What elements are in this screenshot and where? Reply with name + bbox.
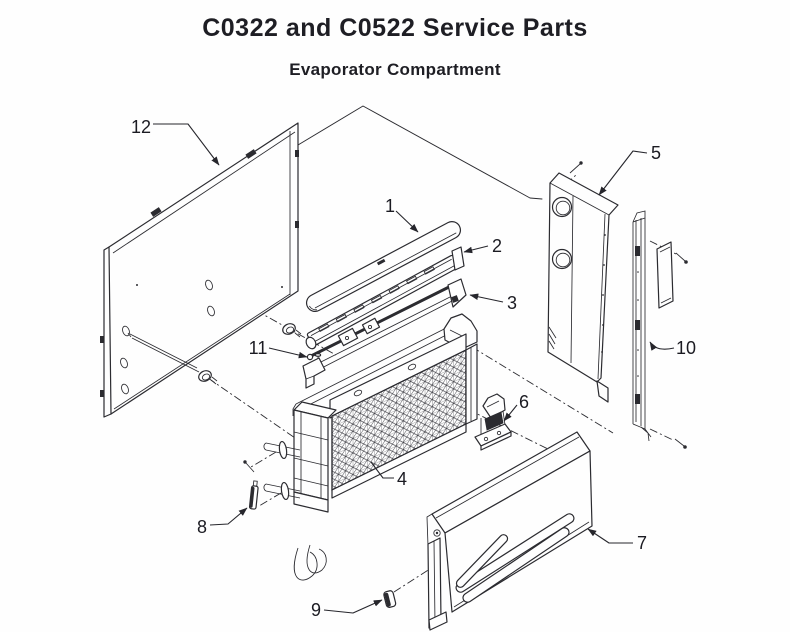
callout-label-11: 11: [249, 338, 268, 358]
callouts: 1 2 3 4 5 6 7 8 9 10 11 12: [131, 117, 696, 620]
part-11-clamp-bracket: [302, 353, 326, 389]
callout-leader-11: [268, 347, 308, 359]
callout-label-9: 9: [311, 600, 321, 620]
callout-leader-7: [587, 528, 633, 544]
rail-screw: [674, 438, 687, 449]
part-5-side-duct-panel: [547, 161, 619, 403]
panel-fasteners: [127, 323, 302, 385]
callout-leader-12: [153, 123, 220, 166]
callout-label-10: 10: [676, 338, 696, 358]
part-8-pin-fastener: [243, 460, 259, 510]
coil-tubes: [263, 440, 327, 581]
part-4-evaporator-coil: [263, 313, 478, 581]
callout-label-5: 5: [651, 143, 661, 163]
callout-leader-6: [503, 404, 518, 422]
callout-label-8: 8: [197, 517, 207, 537]
callout-label-4: 4: [397, 469, 407, 489]
callout-leader-5: [598, 150, 648, 196]
callout-leader-8: [209, 507, 248, 526]
part-10-mounting-rail: [632, 210, 688, 449]
page-title: C0322 and C0522 Service Parts: [202, 14, 588, 42]
callout-leader-10: [649, 341, 675, 351]
callout-leader-1: [395, 210, 419, 233]
callout-label-6: 6: [519, 392, 529, 412]
rail-screw: [675, 252, 688, 264]
coil-left-post: [293, 401, 337, 513]
callout-label-7: 7: [637, 533, 647, 553]
part-12-back-panel: [100, 122, 299, 418]
panel-screw-holes: [120, 279, 215, 395]
panel-rivet-dots: [601, 234, 606, 353]
callout-leader-3: [469, 293, 504, 303]
callout-label-3: 3: [507, 293, 517, 313]
callout-leader-9: [323, 599, 383, 614]
panel-screw: [569, 161, 583, 174]
push-pin: [282, 323, 302, 338]
callout-label-12: 12: [131, 117, 151, 137]
part-2-slotted-channel: [305, 246, 465, 350]
part-7-lower-duct-cover: [426, 431, 593, 631]
page-subtitle: Evaporator Compartment: [289, 60, 501, 79]
callout-leader-4: [370, 461, 394, 479]
callout-label-2: 2: [492, 236, 502, 256]
part-6-mounting-bracket: [474, 393, 512, 451]
callout-label-1: 1: [385, 196, 395, 216]
callout-leader-2: [463, 245, 489, 254]
panel-edge-clips: [100, 149, 299, 397]
part-1-top-cover: [305, 221, 462, 312]
part-3-heater-rail: [306, 278, 467, 374]
part-9-grommet: [383, 590, 397, 608]
push-pin: [198, 370, 218, 385]
